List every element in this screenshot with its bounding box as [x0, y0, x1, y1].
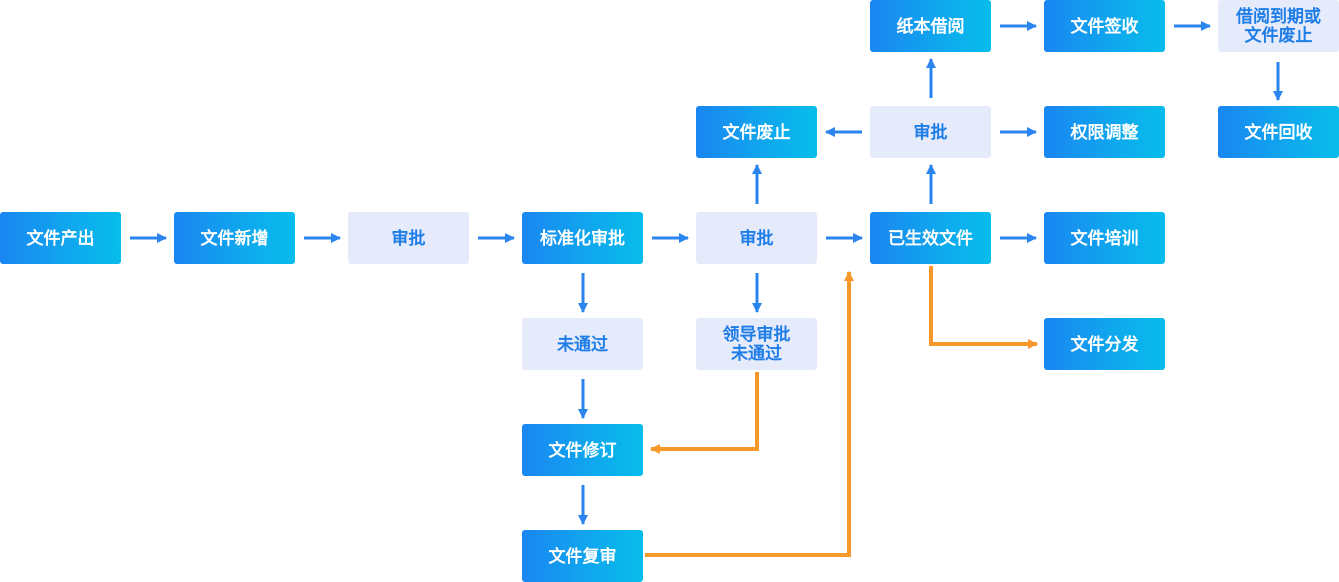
node-standardization-approve: 标准化审批 — [522, 212, 643, 264]
node-expire-or-abolish: 借阅到期或 文件废止 — [1218, 0, 1339, 52]
arrow-leader-to-revise — [650, 372, 759, 454]
node-paper-borrow: 纸本借阅 — [870, 0, 991, 52]
node-file-distribute: 文件分发 — [1044, 318, 1165, 370]
node-approve-1: 审批 — [348, 212, 469, 264]
node-file-add: 文件新增 — [174, 212, 295, 264]
node-file-review: 文件复审 — [522, 530, 643, 582]
arrow-review-to-effective — [645, 271, 854, 557]
node-leader-not-passed: 领导审批 未通过 — [696, 318, 817, 370]
node-file-abolish: 文件废止 — [696, 106, 817, 158]
node-file-training: 文件培训 — [1044, 212, 1165, 264]
node-file-produce: 文件产出 — [0, 212, 121, 264]
node-approve-2: 审批 — [696, 212, 817, 264]
node-permission-adjust: 权限调整 — [1044, 106, 1165, 158]
node-not-passed: 未通过 — [522, 318, 643, 370]
node-file-sign: 文件签收 — [1044, 0, 1165, 52]
node-file-recycle: 文件回收 — [1218, 106, 1339, 158]
arrow-effective-to-distribute — [929, 266, 1038, 349]
node-effective-file: 已生效文件 — [870, 212, 991, 264]
node-approve-3: 审批 — [870, 106, 991, 158]
node-file-revise: 文件修订 — [522, 424, 643, 476]
